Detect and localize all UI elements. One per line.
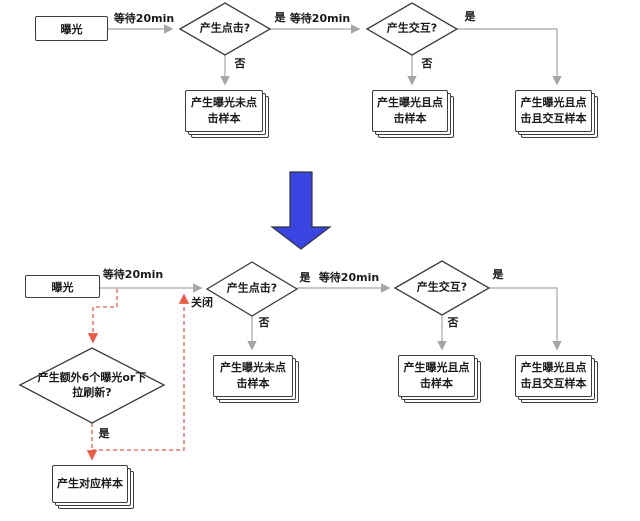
bottom-decision-extra-shape <box>18 347 166 424</box>
top-sample-clicked-label: 产生曝光且点击样本 <box>372 90 448 132</box>
bottom-sample-clicked-label: 产生曝光且点击样本 <box>398 355 475 397</box>
bottom-yes-extra-label: 是 <box>98 427 110 440</box>
bottom-decision-extra-label: 产生额外6个曝光or下拉刷新? <box>37 371 147 399</box>
bottom-wait1-label: 等待20min <box>102 268 164 281</box>
bottom-sample-interacted-label: 产生曝光且点击且交互样本 <box>515 355 592 397</box>
bottom-yes2-label: 是 <box>492 268 504 281</box>
top-no2-label: 否 <box>421 57 433 70</box>
top-edge-interact-yes <box>457 28 562 86</box>
top-decision-interact-label: 产生交互? <box>386 21 438 35</box>
top-yes2-label: 是 <box>464 10 476 23</box>
bottom-sample-unclicked-label: 产生曝光未点击样本 <box>213 355 293 397</box>
top-sample-unclicked-box: 产生曝光未点击样本 <box>185 90 269 138</box>
red-edge-exposure-to-extra <box>87 289 118 344</box>
top-decision-interact-shape <box>365 2 459 56</box>
top-exposure-label: 曝光 <box>60 22 83 36</box>
bottom-sample-interacted-box: 产生曝光且点击且交互样本 <box>515 355 598 403</box>
top-decision-click-shape <box>178 2 272 56</box>
bottom-decision-interact-label: 产生交互? <box>416 280 468 294</box>
top-wait1-label: 等待20min <box>113 12 175 25</box>
top-no1-label: 否 <box>234 57 246 70</box>
bottom-close-label: 关闭 <box>191 296 213 309</box>
down-arrow-icon <box>270 171 332 250</box>
red-edge-close-to-main <box>92 293 190 451</box>
top-sample-clicked-box: 产生曝光且点击样本 <box>372 90 454 138</box>
bottom-exposure-label: 曝光 <box>51 280 74 294</box>
top-exposure-box: 曝光 <box>35 16 108 41</box>
bottom-sample-clicked-box: 产生曝光且点击样本 <box>398 355 481 403</box>
bottom-edge-interact-yes <box>489 287 562 351</box>
bottom-decision-click-label: 产生点击? <box>226 281 278 295</box>
bottom-no2-label: 否 <box>447 316 459 329</box>
top-sample-interacted-box: 产生曝光且点击且交互样本 <box>515 90 598 138</box>
bottom-sample-corresponding-box: 产生对应样本 <box>52 465 134 509</box>
top-sample-unclicked-label: 产生曝光未点击样本 <box>185 90 263 132</box>
top-sample-interacted-label: 产生曝光且点击且交互样本 <box>515 90 592 132</box>
bottom-no1-label: 否 <box>258 316 270 329</box>
bottom-sample-corresponding-label: 产生对应样本 <box>52 465 128 503</box>
bottom-wait2-label: 等待20min <box>318 271 380 284</box>
top-decision-click-label: 产生点击? <box>199 21 251 35</box>
bottom-yes1-label: 是 <box>299 271 311 284</box>
bottom-sample-unclicked-box: 产生曝光未点击样本 <box>213 355 299 403</box>
bottom-decision-interact-shape <box>393 260 491 316</box>
bottom-decision-click-shape <box>205 261 299 317</box>
top-wait2-label: 等待20min <box>289 12 351 25</box>
top-yes1-label: 是 <box>274 11 286 24</box>
bottom-exposure-box: 曝光 <box>25 275 100 298</box>
